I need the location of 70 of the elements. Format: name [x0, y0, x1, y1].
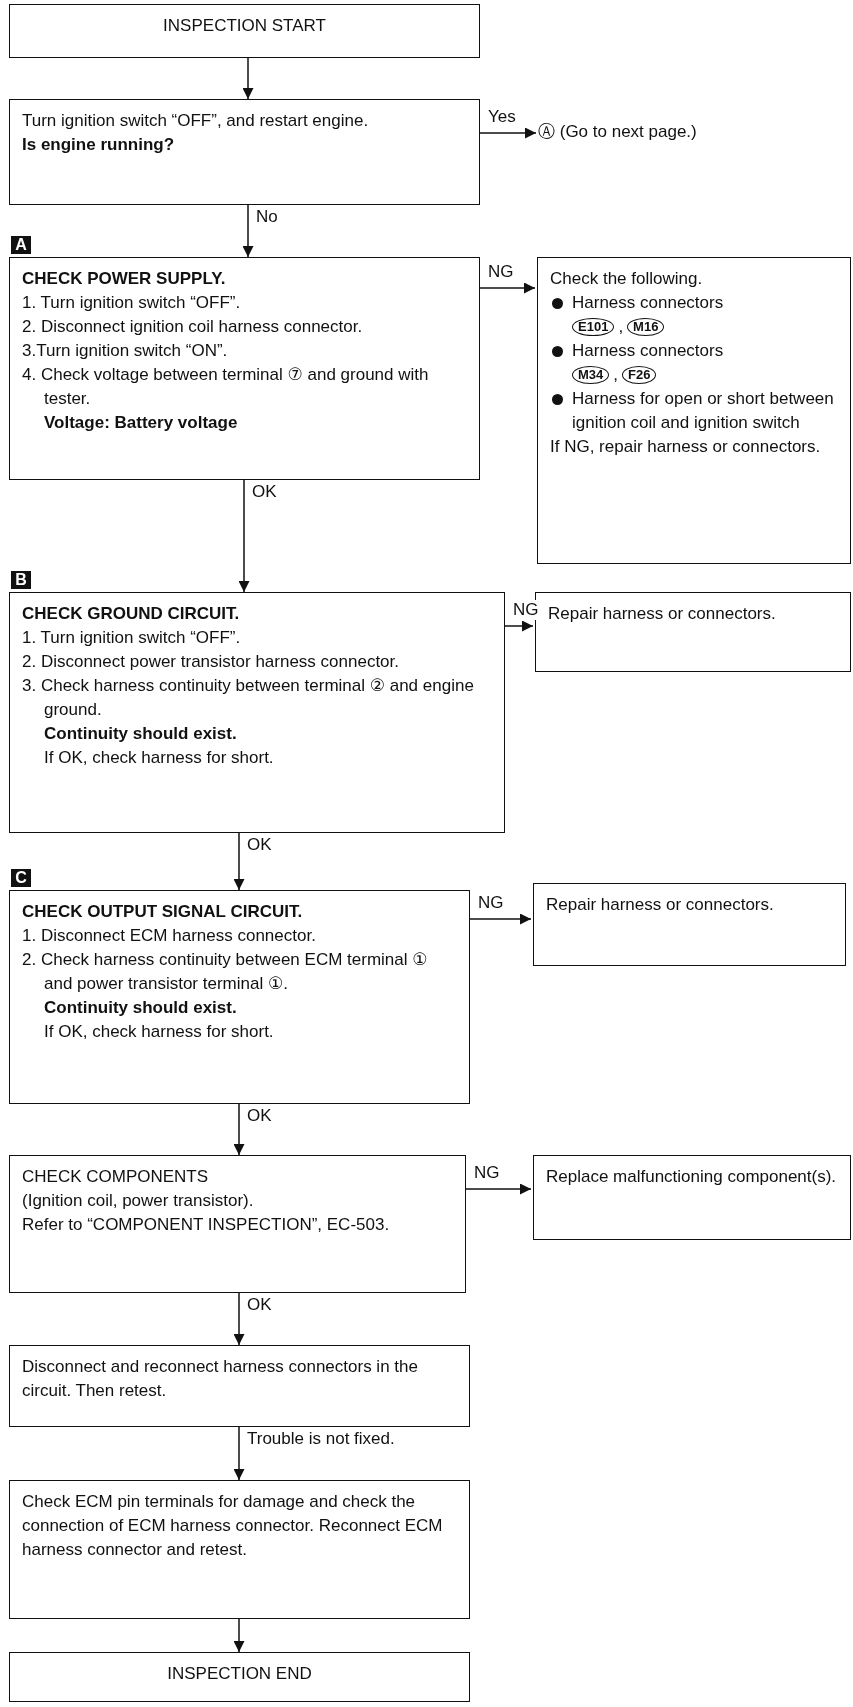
- process-box: [9, 4, 480, 58]
- process-box: [9, 1652, 470, 1702]
- connector-badge: E101: [572, 318, 615, 336]
- box-text: If OK, check harness for short.: [43, 1021, 275, 1043]
- section-tag: A: [11, 236, 31, 254]
- separator-comma: ,: [618, 316, 624, 338]
- arrow: [233, 1426, 245, 1481]
- process-box: [533, 1155, 851, 1240]
- arrow: [233, 1618, 245, 1653]
- box-text: Continuity should exist.: [43, 997, 238, 1019]
- box-text: Turn ignition switch “OFF”, and restart engine.: [22, 110, 370, 132]
- process-box: [9, 890, 470, 1104]
- box-text: 1. Turn ignition switch “OFF”.: [22, 292, 242, 314]
- box-text: Check the following.: [550, 268, 704, 290]
- arrow: [238, 479, 250, 593]
- connector-badge: M16: [627, 318, 665, 336]
- box-text: Refer to “COMPONENT INSPECTION”, EC-503.: [22, 1214, 391, 1236]
- box-text: 3. Check harness continuity between terminal ② and engine ground.: [22, 675, 475, 721]
- box-text: (Ignition coil, power transistor).: [22, 1190, 255, 1212]
- box-text: 2. Check harness continuity between ECM terminal ① and power transistor terminal ①.: [22, 949, 429, 995]
- arrow: [479, 282, 536, 294]
- arrow: [504, 620, 534, 632]
- process-box: [9, 592, 505, 833]
- box-text: 3.Turn ignition switch “ON”.: [22, 340, 229, 362]
- box-text: CHECK COMPONENTS: [22, 1166, 210, 1188]
- arrow: [233, 1292, 245, 1346]
- arrow: [242, 57, 254, 100]
- arrow: [233, 1103, 245, 1156]
- box-text: Repair harness or connectors.: [546, 894, 775, 916]
- box-text: 2. Disconnect ignition coil harness connector.: [22, 316, 364, 338]
- box-text: Is engine running?: [22, 134, 176, 156]
- box-text: Harness connectors: [572, 340, 725, 362]
- box-heading: CHECK OUTPUT SIGNAL CIRCUIT.: [22, 901, 304, 923]
- box-heading: CHECK POWER SUPPLY.: [22, 268, 227, 290]
- box-heading: CHECK GROUND CIRCUIT.: [22, 603, 241, 625]
- box-text: INSPECTION START: [162, 15, 327, 37]
- section-tag: C: [11, 869, 31, 887]
- box-text: Harness connectors: [572, 292, 725, 314]
- box-text: 4. Check voltage between terminal ⑦ and ground with tester.: [22, 364, 430, 410]
- box-text: Disconnect and reconnect harness connectors in the circuit. Then retest.: [22, 1356, 419, 1402]
- arrow: [242, 204, 254, 258]
- box-text: Continuity should exist.: [43, 723, 238, 745]
- arrow: [233, 832, 245, 891]
- arrow: [479, 127, 537, 139]
- section-tag: B: [11, 571, 31, 589]
- page-reference: Ⓐ (Go to next page.): [538, 120, 838, 146]
- edge-label: NG: [511, 600, 541, 620]
- box-text: If NG, repair harness or connectors.: [550, 436, 822, 458]
- process-box: [9, 257, 480, 480]
- box-text: Replace malfunctioning component(s).: [546, 1166, 838, 1188]
- box-text: INSPECTION END: [166, 1663, 313, 1685]
- process-box: [533, 883, 846, 966]
- process-box: [537, 257, 851, 564]
- arrow: [469, 913, 532, 925]
- box-text: 2. Disconnect power transistor harness connector.: [22, 651, 401, 673]
- arrow: [465, 1183, 532, 1195]
- process-box: [9, 1155, 466, 1293]
- process-box: [9, 1480, 470, 1619]
- box-text: 1. Disconnect ECM harness connector.: [22, 925, 317, 947]
- connector-badge: F26: [622, 366, 657, 384]
- box-text: If OK, check harness for short.: [43, 747, 275, 769]
- process-box: [9, 99, 480, 205]
- box-text: Repair harness or connectors.: [548, 603, 777, 625]
- box-text: 1. Turn ignition switch “OFF”.: [22, 627, 242, 649]
- separator-comma: ,: [613, 364, 619, 386]
- connector-badge: M34: [572, 366, 610, 384]
- process-box: [9, 1345, 470, 1427]
- box-text: Harness for open or short between ignition coil and ignition switch: [572, 388, 835, 434]
- box-text: Voltage: Battery voltage: [43, 412, 239, 434]
- box-text: Check ECM pin terminals for damage and check the connection of ECM harness connector. Reconnect ECM harness connector and retest.: [22, 1491, 444, 1561]
